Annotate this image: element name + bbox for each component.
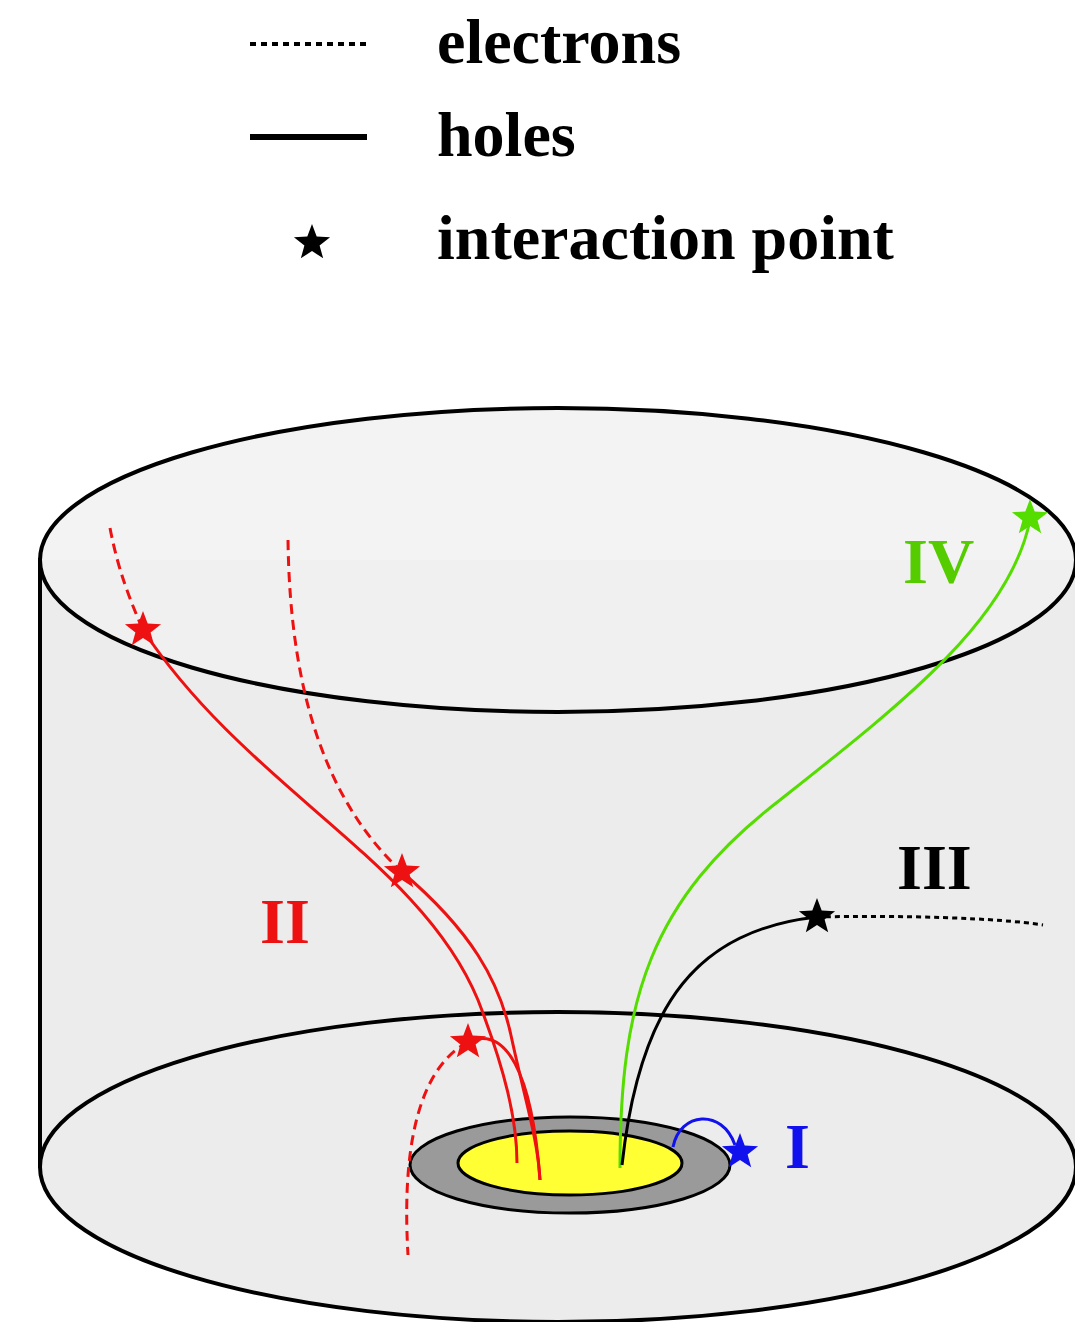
legend-sample xyxy=(245,216,375,266)
cylinder-bottom xyxy=(40,1012,1075,1322)
interaction-star xyxy=(722,1133,758,1167)
interaction-star xyxy=(125,611,161,645)
track-label: II xyxy=(260,890,310,954)
legend-text: electrons xyxy=(437,10,681,74)
legend-text: interaction point xyxy=(437,206,894,270)
hole-track xyxy=(673,1119,735,1147)
interaction-star xyxy=(384,853,420,887)
hole-track xyxy=(468,1039,540,1180)
legend-text: holes xyxy=(437,103,576,167)
track-label: I xyxy=(785,1115,810,1179)
electron-track xyxy=(817,916,1043,925)
star-sample xyxy=(294,224,330,258)
legend-sample xyxy=(245,113,375,163)
track-label: IV xyxy=(903,530,974,594)
hole-track xyxy=(402,872,540,1180)
track-label: III xyxy=(897,836,972,900)
interaction-star xyxy=(799,898,835,932)
interaction-star xyxy=(1012,499,1048,533)
cylinder-side xyxy=(38,558,42,1168)
solid-line-sample xyxy=(250,134,367,140)
cylinder-top xyxy=(40,408,1075,712)
outer-contact xyxy=(410,1117,730,1213)
electron-track xyxy=(110,528,143,630)
interaction-star xyxy=(450,1023,486,1057)
hole-track xyxy=(620,520,1030,1168)
hole-track xyxy=(143,630,517,1163)
dotted-line-sample xyxy=(250,42,367,46)
legend-sample xyxy=(245,20,375,70)
electron-track xyxy=(407,1042,468,1255)
point-contact xyxy=(458,1131,682,1195)
electron-track xyxy=(288,540,402,872)
